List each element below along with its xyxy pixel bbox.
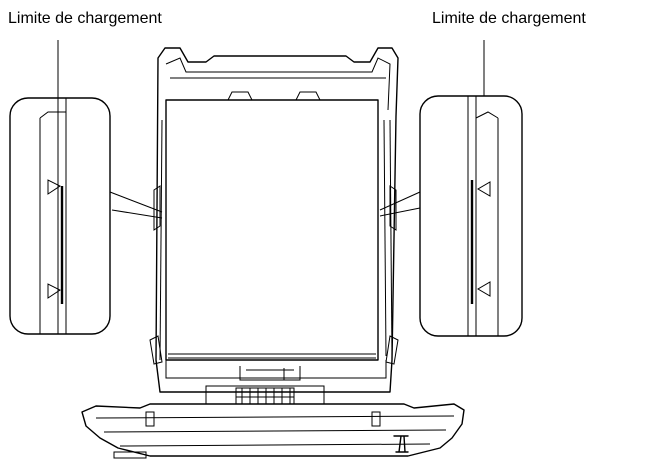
load-limit-label-left: Limite de chargement: [8, 10, 162, 27]
limit-mark-upper-left: [47, 179, 61, 195]
limit-mark-lower-left: [47, 283, 61, 299]
limit-mark-lower-right: [477, 281, 491, 297]
paper-tray: [81, 47, 465, 459]
load-limit-label-right: Limite de chargement: [432, 10, 586, 27]
magnifier-right: [379, 40, 523, 337]
magnifier-left: [9, 40, 163, 335]
tray-symbol-icon: [393, 435, 409, 453]
limit-mark-upper-right: [477, 181, 491, 197]
paper-stack: [165, 99, 379, 361]
